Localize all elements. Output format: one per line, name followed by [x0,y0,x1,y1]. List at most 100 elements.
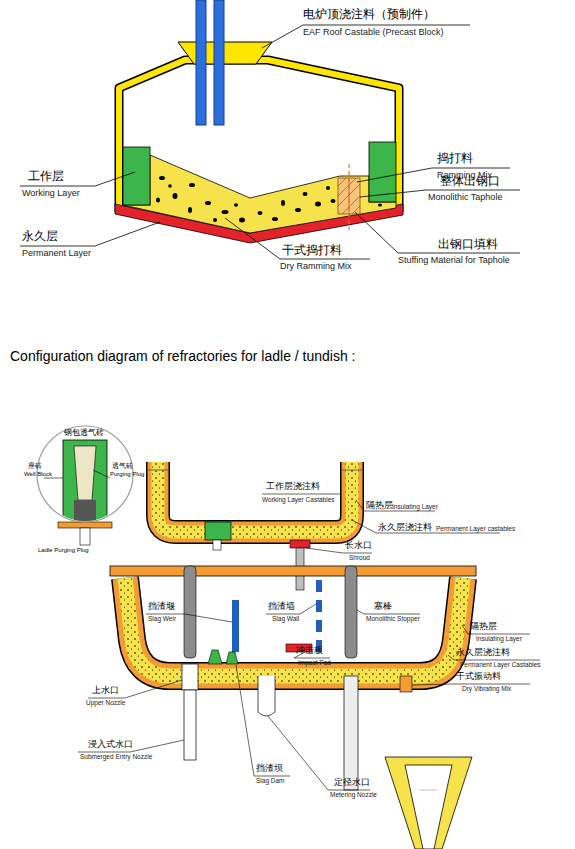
callout-label-en: EAF Roof Castable (Precast Block) [303,28,444,37]
electrode [196,0,206,125]
callout-label-zh: 冲击板 [296,646,323,655]
tundish-outline [125,578,463,676]
well-block [63,440,107,530]
section-title: Configuration diagram of refractories fo… [10,349,356,363]
callout-label-en: Insulating Layer [392,504,438,511]
leader-line [236,665,290,776]
callout-label-en: Permanent Layer castables [436,526,515,533]
taphole-axis [348,164,349,230]
aggregate [188,207,192,213]
leader-line [262,25,470,48]
shroud-collar [290,540,310,548]
aggregate [272,217,278,221]
tundish-permanent-layer [125,578,463,676]
inset-label-en: Ladle Purging Plug [38,547,89,553]
inset-content [63,440,107,530]
eaf-leaders [20,25,520,259]
aggregate [222,210,229,214]
nozzle-bore [405,765,452,849]
aggregate [189,183,195,187]
working-layer-right [369,142,396,202]
callout-label-en: Slag Dam [256,778,285,785]
submerged-entry-nozzle [184,690,196,760]
callout-label-en: Working Layer [22,189,80,198]
ladle-outline [158,462,352,532]
inset-outline-svg [20,420,150,560]
callout-label-zh: 长水口 [345,541,372,550]
gas-pipe [80,528,90,545]
slag-dam [226,652,238,664]
aggregate [159,176,165,180]
aggregate [303,192,308,196]
leader-line [20,222,160,246]
callout-label-zh: 永久层浇注料 [378,523,432,532]
aggregate [315,202,321,207]
leader-line [355,212,520,253]
callout-label-zh: 整体出钢口 [440,175,500,187]
callout-label-en: Monolithic Taphole [428,193,502,202]
purging-plug-inset [37,426,133,545]
callout-label-zh: 挡渣墙 [268,602,295,611]
metering-nozzle-detail [385,757,472,849]
aggregate [156,198,160,203]
tundish [110,566,476,790]
callout-label-zh: 隔热层 [470,622,497,631]
aggregate [239,218,245,223]
callout-label-zh: 定径水口 [334,778,370,787]
bore-line [420,790,437,791]
inset-label-zh: 座砖 [28,462,42,469]
callout-label-en: Submerged Entry Nozzle [80,754,152,761]
aggregate [173,193,178,199]
electrode [214,0,224,125]
hatch-line [338,178,356,196]
callout-label-en: Metering Nozzle [330,792,377,799]
slag-wall-segment [316,600,322,612]
leader-line [78,740,184,752]
slag-weir [232,600,239,652]
nozzle-tube [344,676,358,790]
callout-label-en: Permanent Layer [22,249,91,258]
inset-label-zh: 钢包透气砖 [64,429,104,437]
callout-label-en: Stuffing Material for Taphole [398,256,510,265]
inset-label-zh: 透气砖 [112,462,133,469]
callout-label-en: Slag Weir [148,616,176,623]
aggregate [168,184,172,188]
stopper-rod [184,566,196,658]
ladle-permanent-layer [158,462,352,532]
plug-flange [58,522,112,528]
hatch-line [338,178,346,186]
callout-label-en: Dry Ramming Mix [280,262,352,271]
aggregate [378,204,382,207]
callout-label-en: Upper Nozzle [86,700,125,707]
inset-label-en: Well Block [24,471,52,477]
callout-label-en: Dry Vibrating Mix [462,686,511,693]
slag-wall-segment [316,620,322,632]
leader-line [412,684,530,685]
slag-wall-segment [316,580,322,592]
monolithic-stopper [345,566,357,658]
aggregate [205,201,211,205]
callout-label-en: Shroud [349,555,370,562]
callout-label-en: Impact Pad [298,660,331,667]
roof-precast-block [178,42,272,64]
ladle-plug-pipe [213,540,221,550]
aggregate-dots [156,176,382,223]
callout-label-zh: 电炉顶浇注料（预制件） [303,8,435,20]
callout-label-en: Working Layer Castables [262,497,335,504]
callout-label-zh: 挡渣堰 [148,602,175,611]
upper-nozzle [182,664,198,690]
ladle-leaders [262,494,500,553]
working-layer-left [123,147,150,205]
aggregate [326,186,330,190]
callout-label-zh: 浸入式水口 [88,740,133,749]
leader-line [146,614,232,622]
tundish-collar [400,676,412,692]
callout-label-zh: 挡渣坝 [256,764,283,773]
aggregate [234,203,238,207]
dry-ramming-hearth [123,155,396,233]
aggregate [213,218,217,222]
metering-nozzle [258,676,275,716]
callout-label-en: Slag Wall [272,616,299,623]
callout-label-zh: 永久层浇注料 [456,648,510,657]
